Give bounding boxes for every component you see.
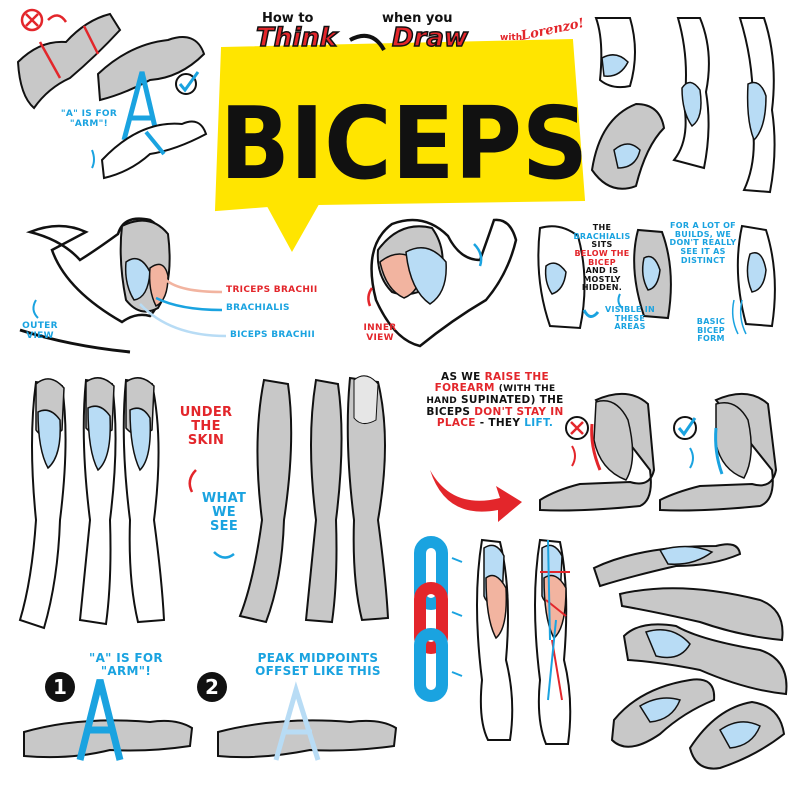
title-banner: How to Think when you Draw with Lorenzo!…	[214, 11, 588, 253]
biceps-label: Biceps Brachii	[230, 330, 315, 340]
note-below: below the bicep	[574, 248, 630, 267]
chain-links	[414, 536, 463, 702]
builds-note: For a lot of builds, we don't really see…	[669, 221, 737, 265]
title-with: with	[500, 33, 522, 43]
arrow-curve-red	[47, 14, 68, 23]
letter-a-blue	[121, 71, 161, 141]
title-how-to: How to	[262, 11, 314, 26]
note-sits: sits	[591, 240, 613, 250]
step-1-number: 1	[53, 675, 67, 699]
triceps-label: Triceps Brachii	[226, 285, 318, 295]
note-the: The	[592, 223, 612, 232]
raise-forearm-note: As we raise the forearm (with the hand s…	[424, 371, 566, 430]
step-1-text: "A" is for "arm"!	[89, 651, 163, 678]
cross-circle-icon	[565, 416, 589, 440]
under-skin-arms	[18, 377, 235, 630]
big-red-arrow	[430, 470, 522, 522]
title-when-you: when you	[382, 11, 453, 26]
step-2-text: Peak midpoints offset like this	[255, 651, 381, 678]
basic-form-note: Basic bicep form	[696, 317, 726, 344]
top-right-sketches	[590, 17, 776, 194]
raise-forearm-arms	[430, 393, 778, 522]
check-circle-icon	[673, 416, 697, 440]
bottom-step-1: 1	[23, 672, 194, 761]
bottom-step-2: 2	[197, 672, 398, 761]
step-1-badge	[45, 672, 75, 702]
brachialis-note: The Brachialis sits below the bicep and …	[566, 223, 638, 293]
top-left-panel	[16, 8, 208, 180]
what-we-see-label: What we see	[201, 491, 247, 535]
think-swoosh	[349, 33, 386, 52]
arm-sketch-bottom	[100, 120, 208, 180]
note-brachialis: Brachialis	[573, 231, 631, 241]
raise-p2: (with the hand	[426, 384, 556, 407]
bottom-right-arms	[592, 543, 788, 770]
raise-p1: As we	[441, 371, 481, 383]
arrow-blue-small	[91, 149, 95, 169]
raise-supinated: supinated	[461, 394, 531, 407]
step-2-badge	[197, 672, 227, 702]
inner-view-label: Inner view	[363, 323, 397, 343]
flexed-arms-diagram	[476, 538, 572, 745]
step-2-number: 2	[205, 675, 219, 699]
raise-p4: - they	[479, 417, 521, 430]
title-main: BICEPS	[220, 85, 588, 202]
brachialis-label: Brachialis	[226, 303, 290, 313]
raise-highlight: raise the forearm	[434, 371, 549, 395]
title-draw: Draw	[392, 23, 469, 53]
anatomy-pointer-lines	[139, 279, 227, 338]
note-mostly-hidden: and is mostly hidden.	[581, 266, 623, 293]
under-the-skin-label: Under the skin	[179, 405, 233, 449]
yellow-banner	[214, 38, 586, 253]
cross-circle-icon	[20, 8, 44, 32]
a-is-for-arm-label: "A" is for "arm"!	[60, 109, 118, 129]
visible-areas-note: Visible in these areas	[604, 305, 656, 332]
outer-view-arm	[19, 217, 171, 354]
inner-view-arm	[367, 218, 518, 348]
raise-lift: lift.	[524, 417, 554, 430]
check-circle-icon	[175, 71, 200, 95]
raise-p3: ) the biceps	[426, 394, 564, 418]
arm-sketch-right	[96, 36, 206, 102]
title-think: Think	[256, 23, 339, 53]
raise-dont-stay: don't stay in place	[436, 405, 564, 430]
brachialis-detail-arms	[537, 224, 776, 335]
what-we-see-arms	[238, 375, 390, 624]
outer-view-label: Outer view	[22, 321, 58, 341]
